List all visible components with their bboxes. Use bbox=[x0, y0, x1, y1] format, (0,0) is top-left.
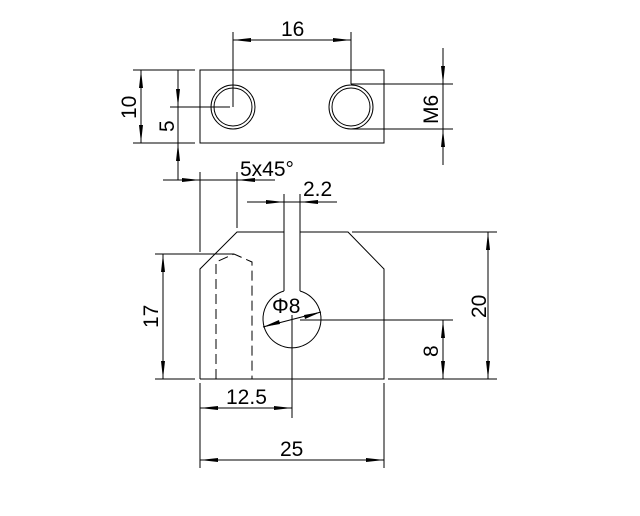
dimension-20: 20 bbox=[352, 231, 497, 380]
dimension-text: 12.5 bbox=[226, 386, 267, 409]
dimension-10: 10 bbox=[118, 69, 195, 144]
dimension-25: 25 bbox=[200, 383, 385, 468]
dimension-16: 16 bbox=[232, 18, 352, 107]
dimension-text: 2.2 bbox=[303, 178, 332, 201]
dimension-text: M6 bbox=[420, 95, 443, 124]
dimension-17: 17 bbox=[140, 253, 234, 380]
dimension-m6: M6 bbox=[351, 48, 453, 165]
dimension-5: 5 bbox=[156, 70, 230, 180]
dimension-text: 25 bbox=[280, 438, 303, 461]
dimension-12-5: 12.5 bbox=[199, 383, 292, 468]
dimension-text: 20 bbox=[468, 295, 491, 318]
dimension-text: 8 bbox=[420, 345, 443, 357]
hidden-lines bbox=[215, 253, 253, 379]
dimension-text: 5x45° bbox=[240, 158, 294, 181]
dimension-chamfer: 5x45° bbox=[163, 158, 294, 252]
top-view: 16 10 5 M6 5x45° bbox=[118, 18, 453, 252]
hole-right bbox=[328, 84, 374, 130]
dimension-text: Φ8 bbox=[272, 295, 300, 318]
dimension-2-2: 2.2 bbox=[247, 178, 337, 291]
front-view: 2.2 17 20 8 Φ8 12.5 bbox=[140, 178, 497, 468]
dimension-text: 17 bbox=[140, 305, 163, 328]
dimension-text: 16 bbox=[281, 18, 304, 41]
dimension-8: 8 bbox=[300, 319, 453, 379]
dimension-text: 10 bbox=[118, 96, 141, 119]
dimension-text: 5 bbox=[156, 120, 179, 132]
dimension-diameter: Φ8 bbox=[262, 295, 322, 418]
